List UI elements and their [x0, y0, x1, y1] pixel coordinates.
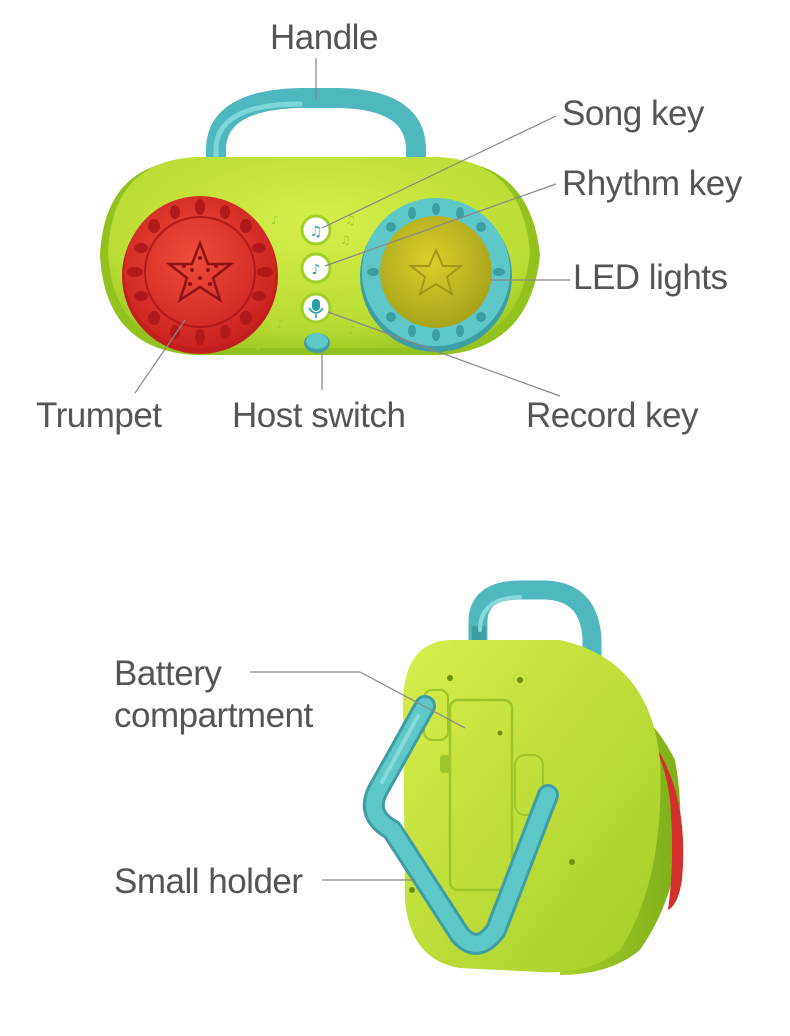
- song-key: ♫: [300, 214, 332, 246]
- label-battery-line1: Battery: [114, 654, 222, 693]
- record-key: [300, 292, 332, 324]
- svg-text:♪: ♪: [348, 323, 356, 337]
- rhythm-drum-icon: ♪: [312, 262, 321, 278]
- label-battery-compartment: Battery compartment: [114, 653, 313, 737]
- svg-text:♪: ♪: [276, 317, 284, 331]
- svg-text:♪: ♪: [256, 339, 264, 353]
- leader-lines: [134, 58, 570, 881]
- microphone-icon: [308, 299, 324, 318]
- label-handle: Handle: [270, 18, 378, 57]
- label-small-holder: Small holder: [114, 862, 303, 901]
- label-song-key: Song key: [562, 94, 704, 133]
- rhythm-key: ♪: [300, 252, 332, 284]
- music-note-icon: ♪ ♫ ♫ ♪ ♪ ♪: [256, 213, 356, 353]
- star-icon: [165, 239, 235, 303]
- trumpet-speaker: [122, 196, 278, 354]
- led-lights: [360, 198, 512, 352]
- svg-text:♪: ♪: [271, 213, 279, 227]
- song-note-icon: ♫: [310, 224, 323, 240]
- label-trumpet: Trumpet: [36, 396, 162, 435]
- back-handle: [468, 580, 602, 715]
- svg-text:♫: ♫: [340, 233, 351, 247]
- small-holder: [362, 695, 559, 955]
- label-battery-line2: compartment: [114, 696, 313, 735]
- host-switch: [304, 333, 330, 353]
- label-led-lights: LED lights: [573, 258, 728, 297]
- label-rhythm-key: Rhythm key: [562, 164, 742, 203]
- label-host-switch: Host switch: [232, 396, 406, 435]
- svg-text:♫: ♫: [345, 213, 356, 227]
- label-record-key: Record key: [526, 396, 699, 435]
